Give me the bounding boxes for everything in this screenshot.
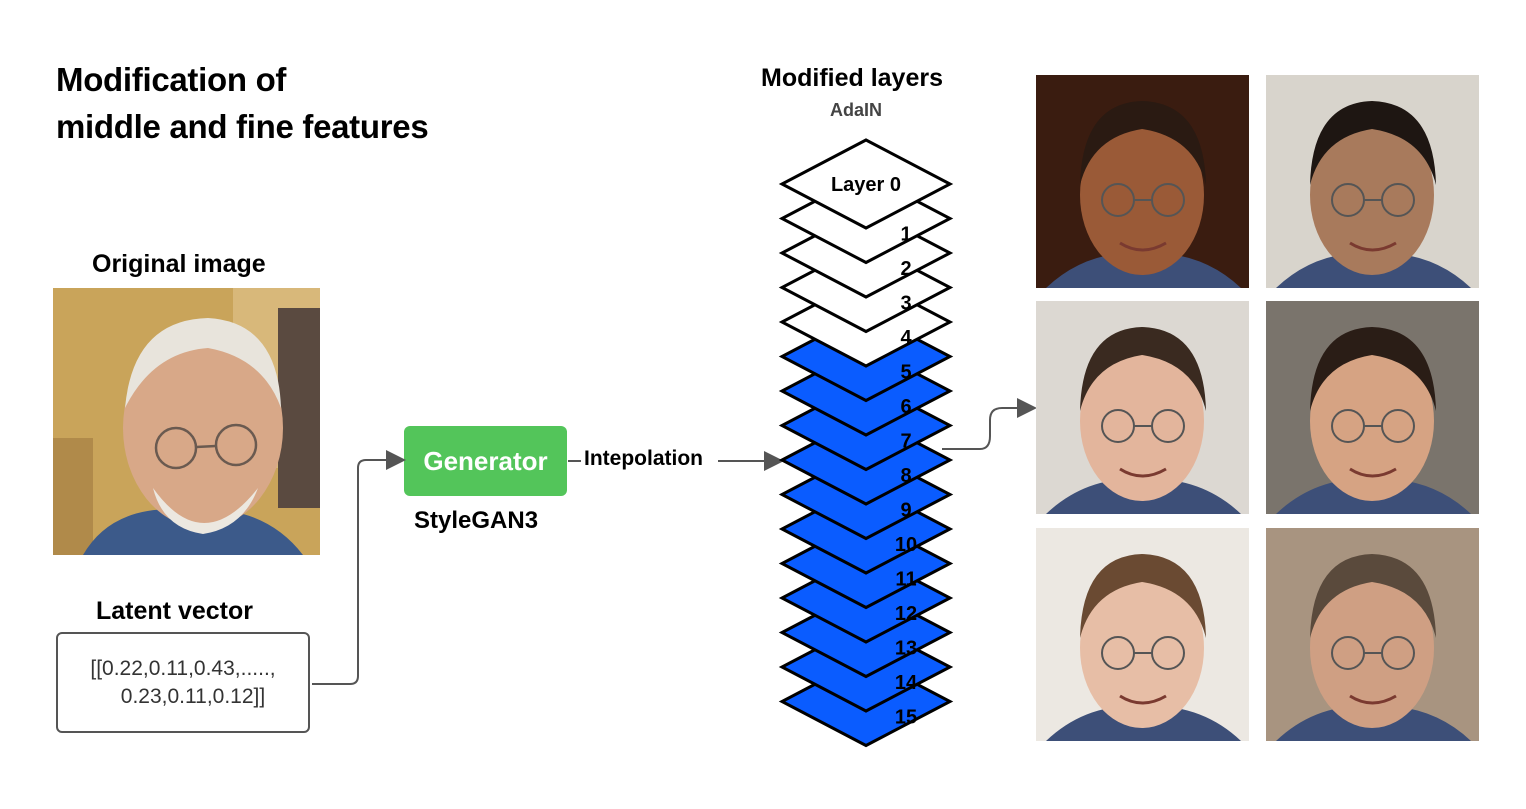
original-image-label: Original image xyxy=(92,250,266,278)
layer-label: 7 xyxy=(900,431,911,453)
layer-label: 2 xyxy=(900,258,911,280)
output-arrow xyxy=(942,398,1037,450)
interpolation-label: Intepolation xyxy=(584,447,703,470)
title-line-2: middle and fine features xyxy=(56,108,429,145)
title-line-1: Modification of xyxy=(56,61,287,98)
layer-label: 3 xyxy=(900,293,911,315)
output-image-6 xyxy=(1266,528,1479,741)
layer-label: 5 xyxy=(900,362,911,384)
layer-label: 9 xyxy=(900,500,911,522)
layer-shape xyxy=(778,138,954,230)
modified-layers-title: Modified layers xyxy=(761,64,943,92)
latent-to-generator-arrow xyxy=(312,450,406,685)
modified-layers-subtitle: AdaIN xyxy=(830,100,883,120)
latent-vector-line-2: 0.23,0.11,0.12]] xyxy=(120,684,266,708)
latent-vector-box: [[0.22,0.11,0.43,....., 0.23,0.11,0.12]] xyxy=(56,632,310,733)
layer-label: 11 xyxy=(895,569,916,591)
layer-label: 4 xyxy=(900,327,912,349)
generator-label: Generator xyxy=(423,445,548,476)
output-image-2 xyxy=(1266,75,1479,288)
output-image-5 xyxy=(1036,528,1249,741)
generator-model-label: StyleGAN3 xyxy=(414,507,539,534)
layer-label: 15 xyxy=(895,707,917,729)
layer-label: 10 xyxy=(895,534,917,556)
layer-stack: 15 14 13 12 11 10 9 8 7 6 5 4 3 2 1 Layer 0 xyxy=(778,138,954,748)
layer-0: Layer 0 xyxy=(778,138,954,230)
layer-label: 6 xyxy=(900,396,911,418)
output-image-3 xyxy=(1036,301,1249,514)
layer-label: 13 xyxy=(895,638,917,660)
layer-label: 8 xyxy=(900,465,911,487)
layer-label: 12 xyxy=(895,603,917,625)
page-title: Modification of middle and fine features xyxy=(56,56,429,150)
original-image xyxy=(53,288,320,555)
output-image-1 xyxy=(1036,75,1249,288)
latent-vector-line-1: [[0.22,0.11,0.43,....., xyxy=(90,656,276,680)
generator-block: Generator xyxy=(404,426,567,496)
layer-label: 1 xyxy=(900,224,911,246)
output-image-4 xyxy=(1266,301,1479,514)
layer-label: 14 xyxy=(895,672,918,694)
latent-vector-label: Latent vector xyxy=(96,597,253,625)
layer-label: Layer 0 xyxy=(831,174,901,196)
